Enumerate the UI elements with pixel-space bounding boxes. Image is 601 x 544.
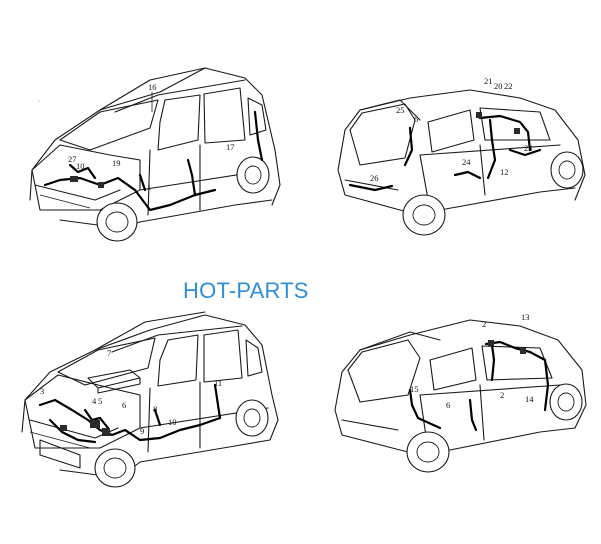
watermark-text: HOT-PARTS [183, 278, 309, 303]
callout-label: 15 [410, 384, 419, 394]
callout-label: 11 [214, 378, 222, 388]
callout-label: 6 [446, 400, 450, 410]
callout-label: 6 [414, 114, 418, 124]
car-diagram-front-bottom: 7 3 4 5 6 8 9 11 10 [21, 311, 279, 488]
callout-label: 22 [504, 81, 513, 91]
callout-label: 12 [500, 167, 509, 177]
car-diagram-rear-top: 21 20 22 25 6 23 24 12 26 [337, 76, 586, 236]
svg-text:·: · [38, 99, 40, 105]
callout-label: 20 [494, 81, 503, 91]
callout-label: 10 [168, 417, 177, 427]
callout-label: 21 [484, 76, 493, 86]
callout-label: 25 [396, 105, 405, 115]
callout-label: 13 [521, 312, 530, 322]
callout-label: 24 [462, 157, 471, 167]
callout-label: 9 [140, 426, 144, 436]
car-diagram-rear-bottom: 13 2 15 6 2 14 [334, 312, 587, 473]
callout-label: 14 [525, 394, 534, 404]
callout-label: 19 [112, 158, 121, 168]
callout-label: 17 [226, 142, 235, 152]
callout-label: 2 [500, 390, 504, 400]
callout-label: 27 [68, 154, 77, 164]
callout-label: 7 [107, 348, 111, 358]
callout-label: 1 [147, 182, 151, 192]
callout-label: 10 [76, 161, 85, 171]
callout-label: 23 [524, 143, 533, 153]
callout-label: 16 [148, 82, 157, 92]
callout-label: 4 [92, 396, 97, 406]
callout-label: 6 [122, 400, 126, 410]
callout-label: 5 [98, 396, 102, 406]
callout-label: 2 [482, 319, 486, 329]
callout-label: 3 [40, 386, 44, 396]
callout-label: 26 [370, 173, 379, 183]
callout-label: 8 [153, 404, 157, 414]
car-diagram-front-top: 16 27 10 19 1 17 · [29, 67, 281, 242]
